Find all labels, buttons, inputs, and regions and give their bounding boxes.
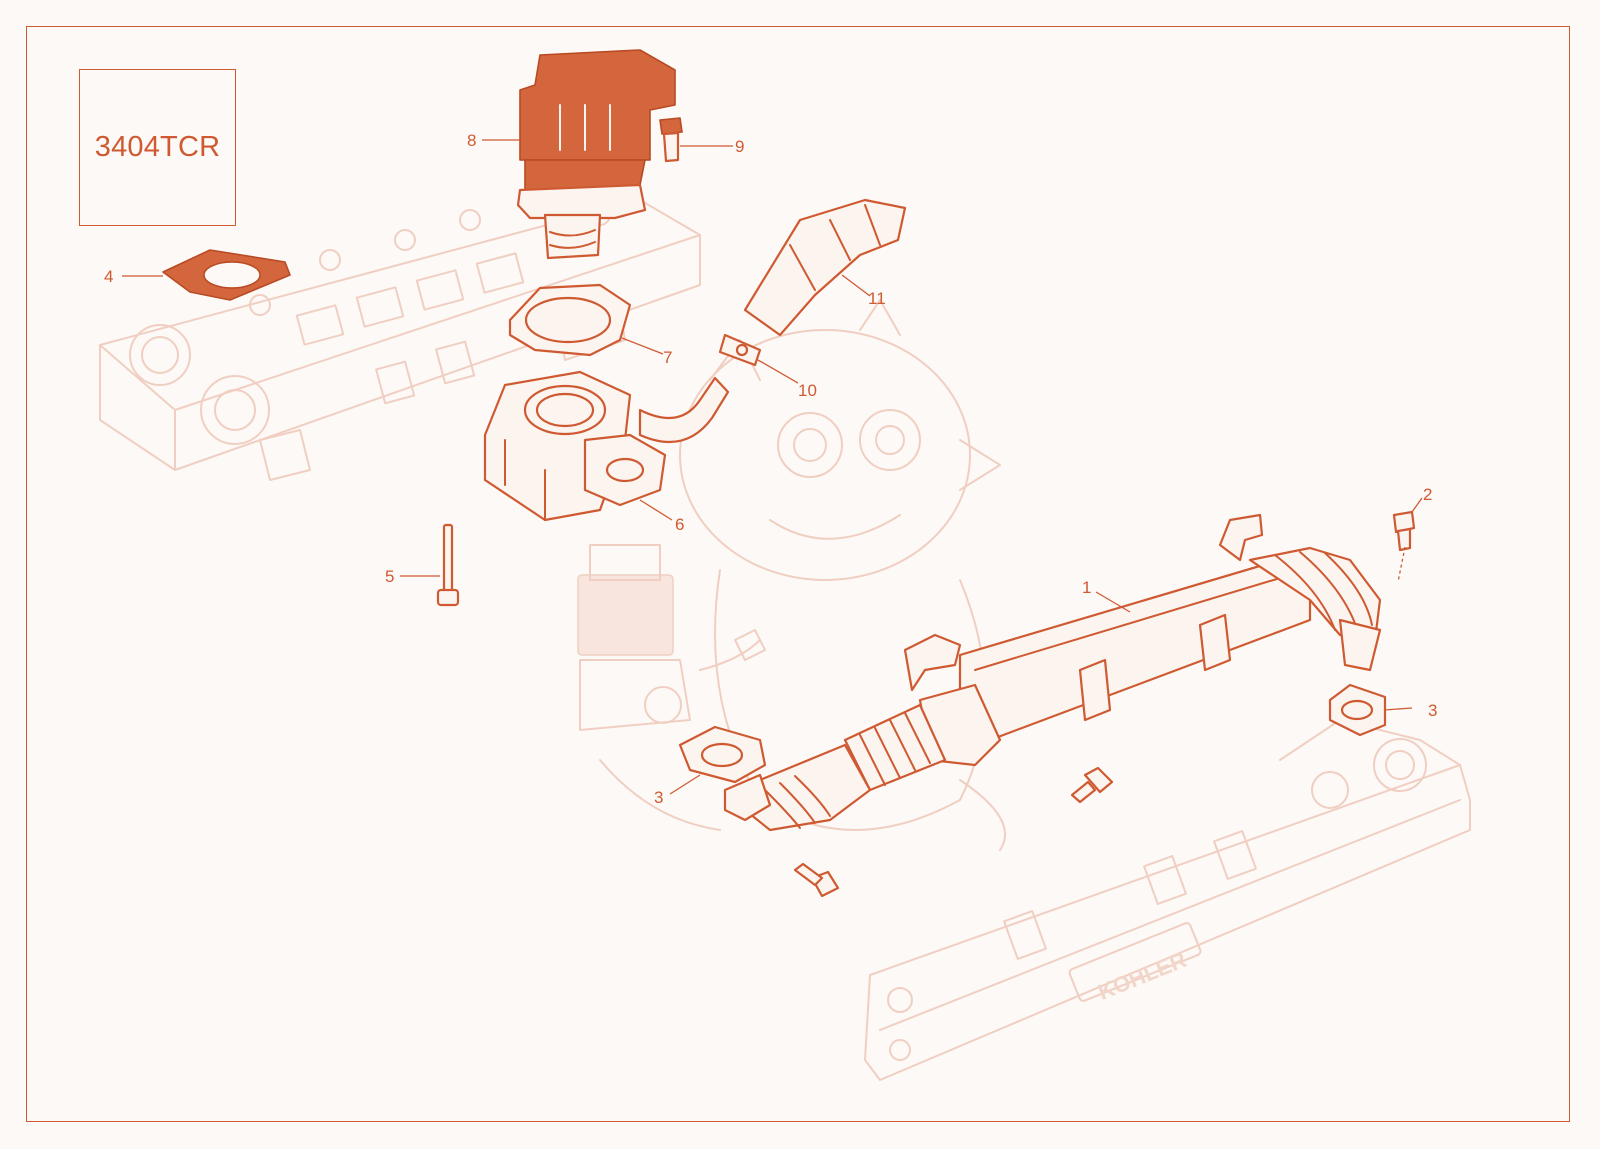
callout-11: 11 (868, 289, 886, 308)
loose-bolt-bottom[interactable] (793, 862, 840, 898)
part-11-hose[interactable] (743, 198, 907, 337)
ghost-exhaust-manifold: KOHLER (864, 719, 1471, 1081)
callouts: 1 2 3 3 4 5 6 7 8 9 10 11 (104, 131, 1437, 807)
callout-8: 8 (467, 131, 476, 150)
part-3-gasket-left[interactable] (678, 725, 767, 784)
part-5-long-bolt[interactable] (436, 523, 460, 607)
callout-10: 10 (798, 381, 817, 400)
callout-5: 5 (385, 567, 394, 586)
part-9-bolt[interactable] (659, 117, 683, 163)
ghost-brand-mark: KOHLER (1094, 947, 1190, 1005)
part-8-egr-actuator[interactable] (516, 49, 676, 260)
callout-3-left: 3 (654, 788, 663, 807)
callout-7: 7 (663, 348, 672, 367)
callout-3-right: 3 (1428, 701, 1437, 720)
part-4-gasket[interactable] (162, 249, 291, 301)
leader-lines (122, 139, 1423, 795)
part-7-gasket-ring[interactable] (508, 283, 632, 357)
part-2-bolt[interactable] (1392, 510, 1416, 552)
loose-bolt-center[interactable] (1070, 766, 1114, 804)
part-3-gasket-right[interactable] (1328, 683, 1387, 737)
model-code-box: 3404TCR (79, 69, 236, 226)
part-6-valve-housing[interactable] (483, 370, 730, 522)
drawing-frame (26, 26, 1570, 1122)
callout-2: 2 (1423, 485, 1432, 504)
ghost-cylinder-head (99, 199, 701, 481)
callout-9: 9 (735, 137, 744, 156)
model-code: 3404TCR (94, 131, 221, 163)
callout-4: 4 (104, 267, 113, 286)
callout-6: 6 (675, 515, 684, 534)
callout-1: 1 (1082, 578, 1091, 597)
part-1-egr-cooler[interactable] (723, 513, 1382, 832)
ghost-egr-valve (577, 544, 766, 731)
part-10-clamp[interactable] (718, 333, 762, 367)
